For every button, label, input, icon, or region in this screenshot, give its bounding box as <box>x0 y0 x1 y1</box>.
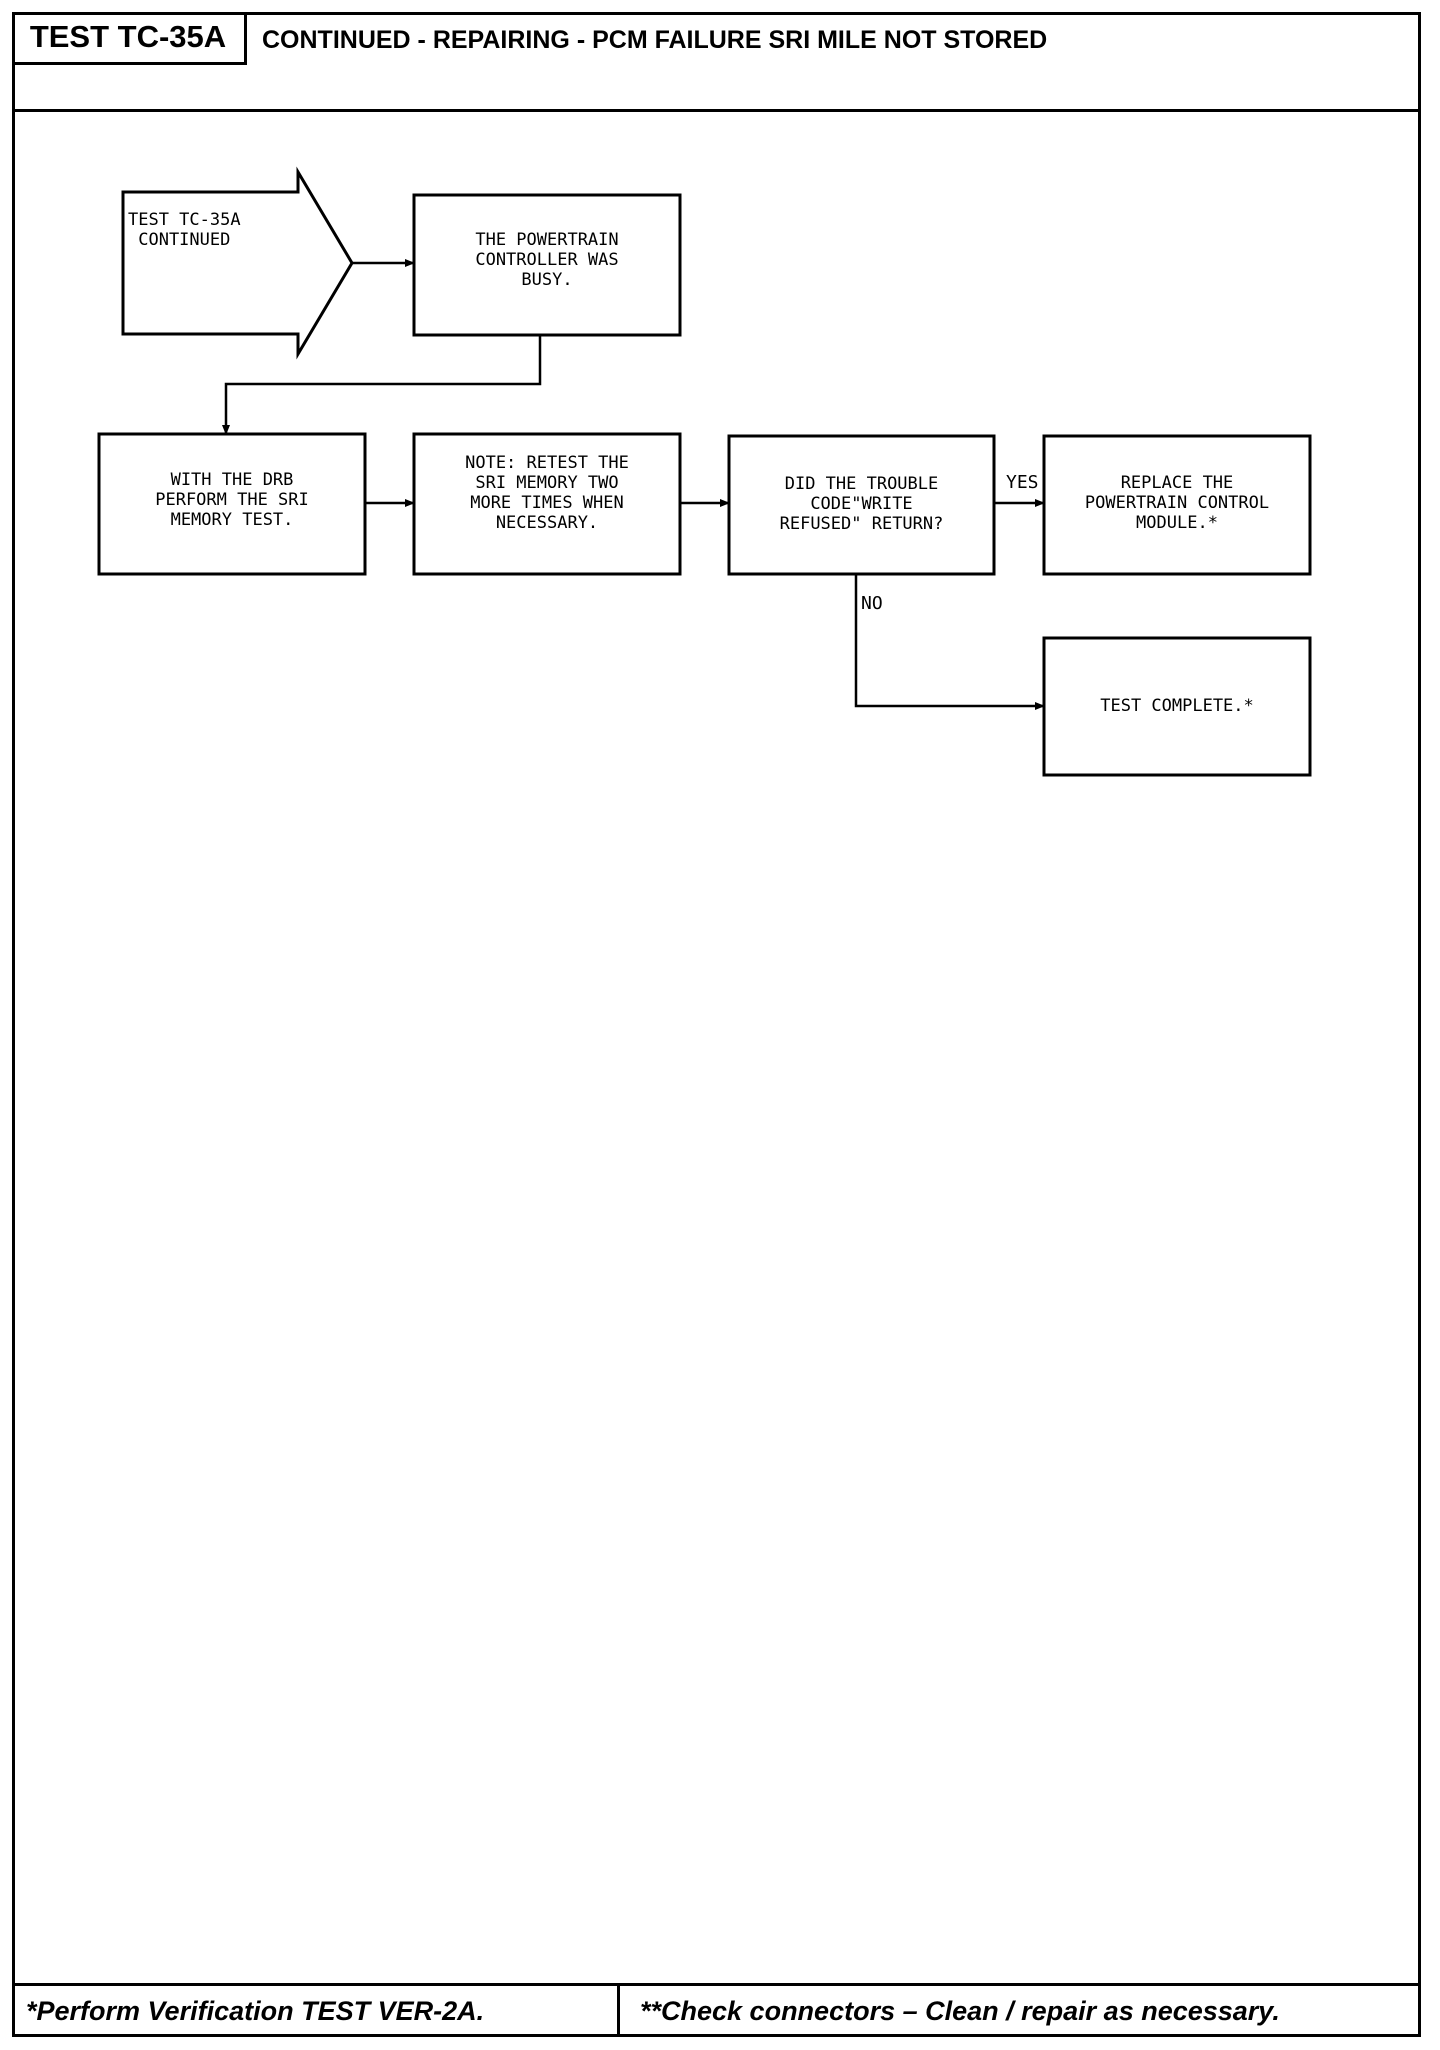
start-arrow-shape <box>121 166 354 360</box>
connector-busy-to-memory-test <box>222 335 542 435</box>
replace-pcm-text: REPLACE THE POWERTRAIN CONTROL MODULE.* <box>1084 473 1270 533</box>
decision-text: DID THE TROUBLE CODE"WRITE REFUSED" RETU… <box>779 474 944 534</box>
retest-note-text: NOTE: RETEST THE SRI MEMORY TWO MORE TIM… <box>465 453 629 533</box>
start-label: TEST TC-35A CONTINUED <box>128 210 241 250</box>
test-complete-text: TEST COMPLETE.* <box>1100 696 1254 716</box>
no-label: NO <box>861 593 883 614</box>
test-id: TEST TC-35A <box>12 12 247 65</box>
footer-verification-note: *Perform Verification TEST VER-2A. <box>26 1996 485 2026</box>
yes-label: YES <box>1006 472 1039 493</box>
sri-memory-test-text: WITH THE DRB PERFORM THE SRI MEMORY TEST… <box>155 470 309 530</box>
page-header: TEST TC-35A CONTINUED - REPAIRING - PCM … <box>12 12 1421 112</box>
controller-busy-text: THE POWERTRAIN CONTROLLER WAS BUSY. <box>475 230 619 290</box>
page-frame <box>12 12 1421 2037</box>
footer-divider <box>617 1986 620 2037</box>
connector-decision-no <box>854 574 1045 710</box>
page-footer: *Perform Verification TEST VER-2A. **Che… <box>12 1983 1421 2037</box>
footer-connector-note: **Check connectors – Clean / repair as n… <box>640 1996 1280 2026</box>
page-title: CONTINUED - REPAIRING - PCM FAILURE SRI … <box>262 26 1048 54</box>
